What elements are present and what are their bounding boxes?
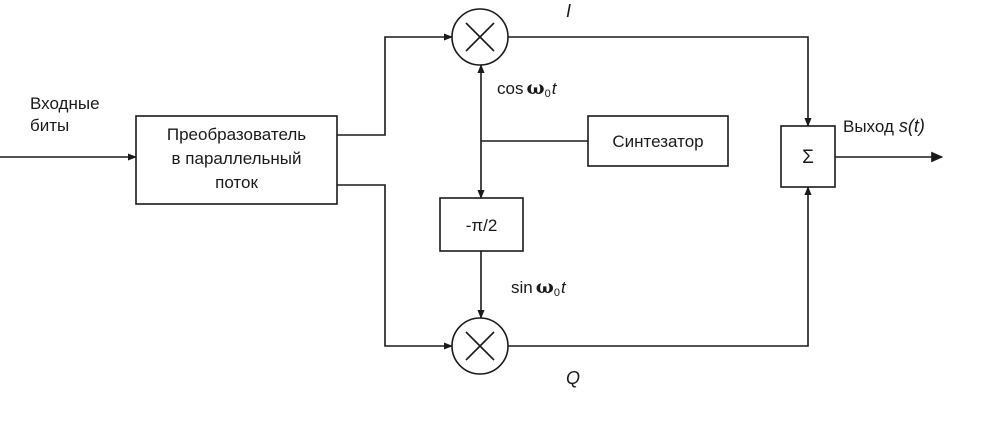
i-mixer <box>451 8 509 66</box>
input-label-line2: биты <box>30 116 69 135</box>
phase-shifter-block <box>439 197 524 252</box>
q-mixer-output-wire <box>508 186 812 347</box>
q-mixer <box>451 317 509 375</box>
serial-to-parallel-converter-block <box>135 115 338 205</box>
summer-symbol: Σ <box>802 147 814 168</box>
synthesizer-label: Синтезатор <box>612 132 703 151</box>
converter-label-line1: Преобразователь <box>167 125 306 144</box>
i-branch-input-wire <box>337 33 453 136</box>
synthesizer-block <box>587 115 729 167</box>
input-label-line1: Входные <box>30 94 100 113</box>
q-branch-input-wire <box>337 184 453 350</box>
converter-label-line3: поток <box>215 173 258 192</box>
q-channel-label: Q <box>566 368 580 388</box>
i-channel-label: I <box>566 1 571 21</box>
i-mixer-output-wire <box>508 36 812 127</box>
phase-shifter-label: -π/2 <box>466 216 498 235</box>
converter-label-line2: в параллельный <box>172 149 302 168</box>
